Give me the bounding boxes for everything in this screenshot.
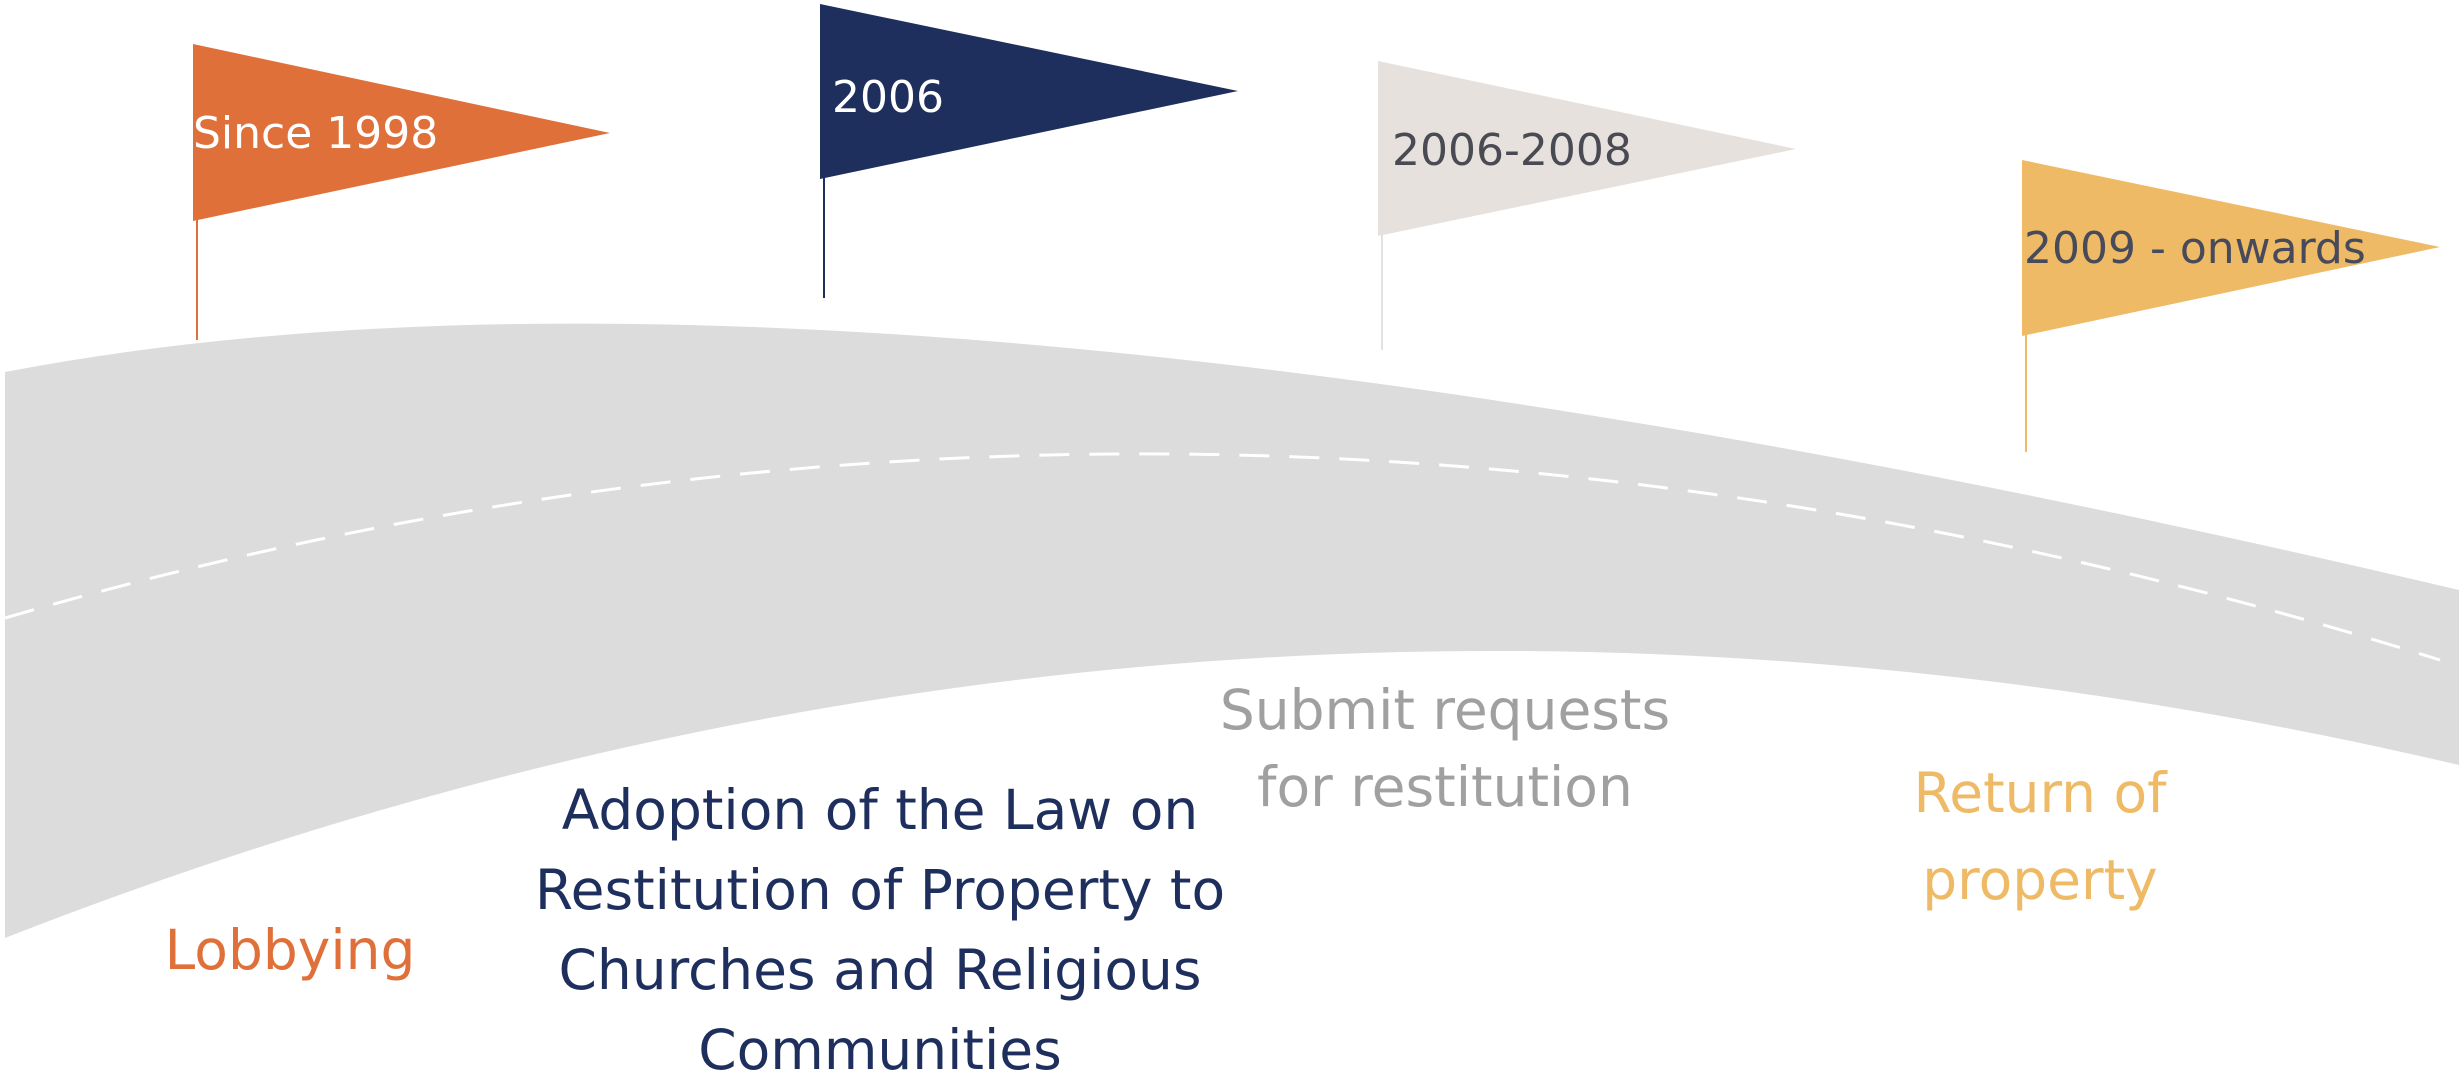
pennant-flag-icon (1378, 61, 1796, 236)
description-line: property (1922, 848, 2158, 912)
flag-label: 2009 - onwards (2024, 223, 2366, 274)
milestone-description-submit-requests: Submit requests for restitution (1180, 672, 1710, 826)
pennant-flag-icon (820, 4, 1238, 179)
road-center-dashes (4, 452, 2441, 662)
flag-label: Since 1998 (193, 108, 438, 159)
description-line: Lobbying (164, 918, 416, 982)
description-line: Adoption of the Law on (561, 778, 1199, 842)
pennant-flag-icon (2022, 160, 2440, 336)
description-line: for restitution (1257, 755, 1633, 819)
milestone-description-lobbying: Lobbying (80, 910, 500, 990)
milestone-description-return-property: Return of property (1830, 750, 2250, 924)
flag-2006-2008: 2006-2008 (1378, 61, 1796, 350)
description-line: Communities (698, 1018, 1062, 1082)
flag-label: 2006-2008 (1392, 125, 1632, 176)
flag-since-1998: Since 1998 (193, 44, 610, 340)
flag-label: 2006 (832, 72, 944, 123)
flag-2006: 2006 (820, 4, 1238, 298)
description-line: Return of (1913, 761, 2167, 825)
pennant-flag-icon (193, 44, 610, 221)
description-line: Churches and Religious (558, 938, 1202, 1002)
description-line: Submit requests (1219, 678, 1671, 742)
description-line: Restitution of Property to (534, 858, 1226, 922)
road-band (5, 323, 2459, 938)
flag-2009-onwards: 2009 - onwards (2022, 160, 2440, 452)
milestone-description-law-adoption: Adoption of the Law on Restitution of Pr… (480, 770, 1280, 1090)
